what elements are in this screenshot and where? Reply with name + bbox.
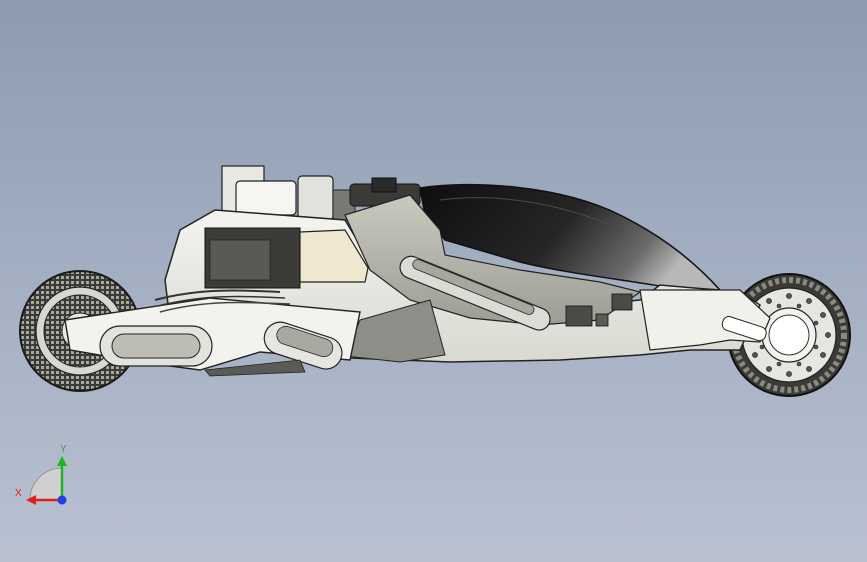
x-axis-label: X [15,488,22,499]
front-fork[interactable] [639,289,771,351]
rear-swingarm[interactable] [64,297,361,373]
side-window [299,229,369,283]
canopy-fairing[interactable] [419,183,722,291]
front-strut[interactable] [397,253,554,333]
coordinate-triad: Y X [15,444,67,505]
intake-assembly[interactable] [221,165,421,221]
y-axis-label: Y [60,444,67,455]
